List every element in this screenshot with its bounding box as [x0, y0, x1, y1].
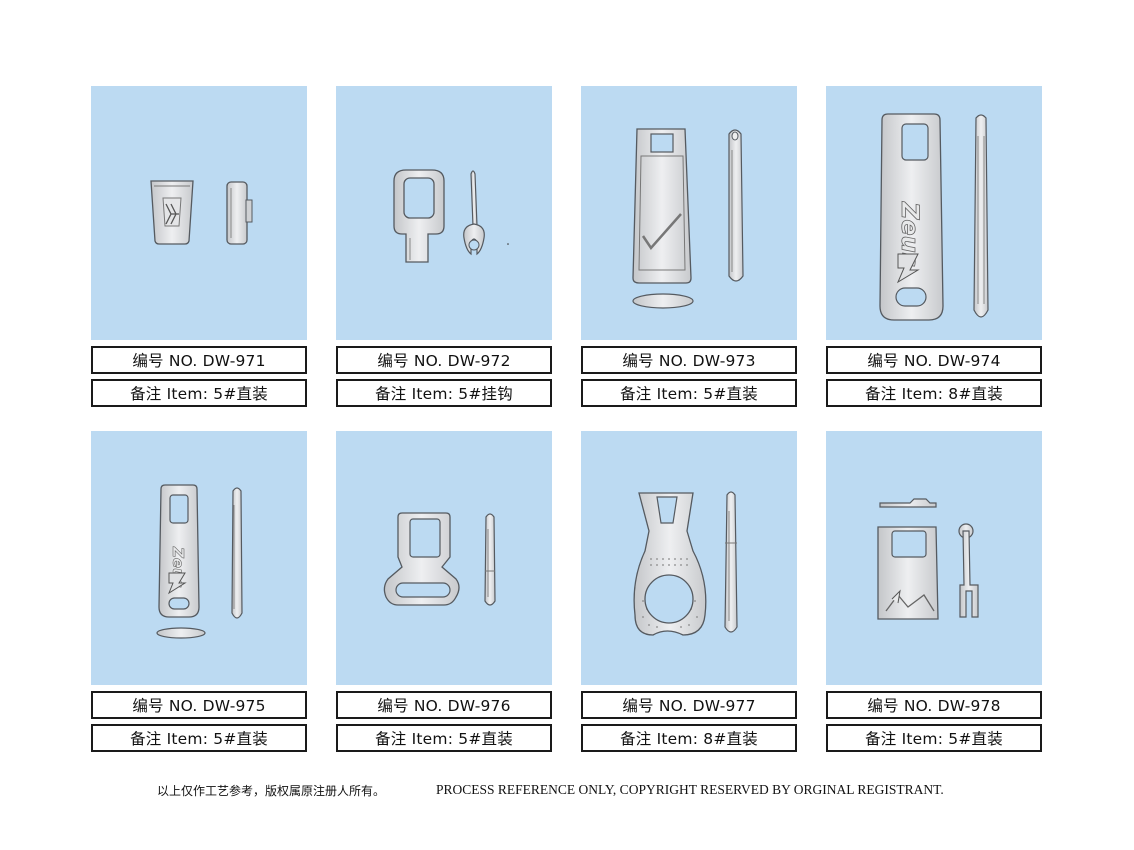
footer-en-text: PROCESS REFERENCE ONLY, COPYRIGHT RESERV… [436, 782, 944, 797]
product-image-panel [826, 431, 1042, 685]
perforation-pattern [642, 558, 698, 628]
product-number-label: 编号 NO. DW-974 [826, 346, 1042, 374]
product-image-panel [91, 86, 307, 340]
product-number-label: 编号 NO. DW-971 [91, 346, 307, 374]
product-item-label: 备注 Item: 5#挂钩 [336, 379, 552, 407]
product-image-panel: Zeus [826, 86, 1042, 340]
product-number-label: 编号 NO. DW-975 [91, 691, 307, 719]
product-number-label: 编号 NO. DW-977 [581, 691, 797, 719]
product-image-panel [581, 86, 797, 340]
product-item-label: 备注 Item: 5#直装 [91, 724, 307, 752]
puller-dw-977-icon [633, 491, 738, 636]
product-image-panel [581, 431, 797, 685]
puller-dw-978-icon [877, 498, 979, 620]
puller-dw-973-icon [632, 128, 744, 309]
product-item-label: 备注 Item: 8#直装 [581, 724, 797, 752]
footer-cn-text: 以上仅作工艺参考，版权属原注册人所有。 [157, 784, 386, 798]
puller-dw-972-icon [393, 169, 509, 263]
puller-dw-971-icon [150, 180, 253, 245]
product-image-panel [336, 431, 552, 685]
puller-dw-975-icon: Zeus [156, 484, 243, 639]
product-number-label: 编号 NO. DW-976 [336, 691, 552, 719]
puller-dw-976-icon [383, 512, 496, 606]
product-item-label: 备注 Item: 5#直装 [91, 379, 307, 407]
product-number-label: 编号 NO. DW-973 [581, 346, 797, 374]
product-item-label: 备注 Item: 5#直装 [336, 724, 552, 752]
product-number-label: 编号 NO. DW-972 [336, 346, 552, 374]
product-item-label: 备注 Item: 5#直装 [581, 379, 797, 407]
product-item-label: 备注 Item: 5#直装 [826, 724, 1042, 752]
product-image-panel [336, 86, 552, 340]
product-image-panel: Zeus [91, 431, 307, 685]
product-number-label: 编号 NO. DW-978 [826, 691, 1042, 719]
product-item-label: 备注 Item: 8#直装 [826, 379, 1042, 407]
puller-dw-974-icon: Zeus [879, 113, 989, 321]
